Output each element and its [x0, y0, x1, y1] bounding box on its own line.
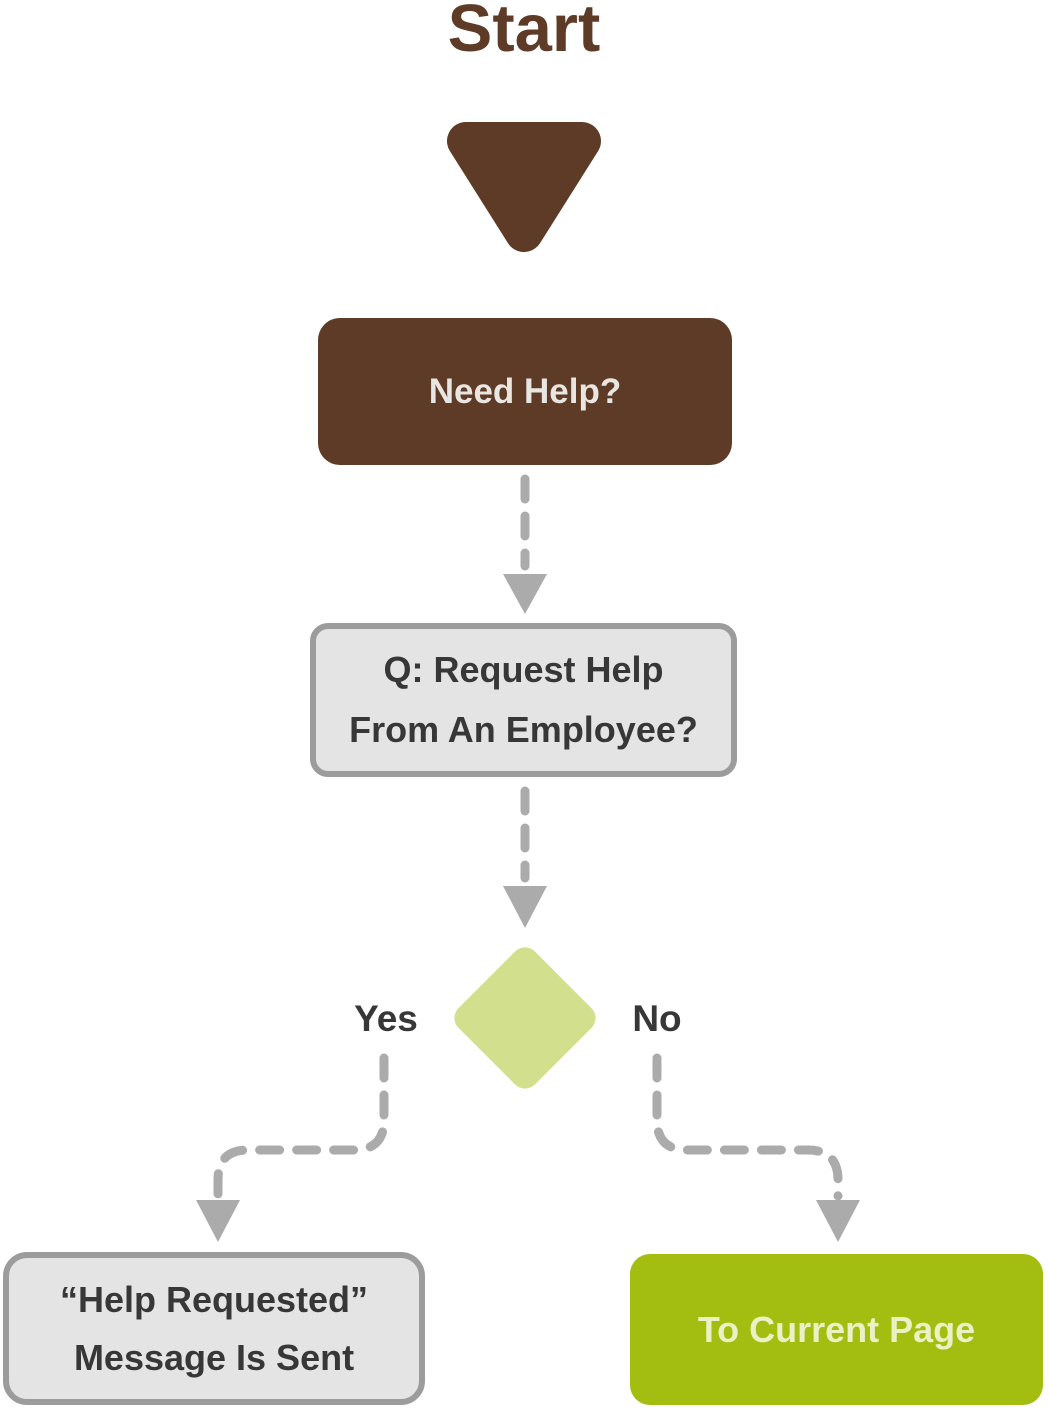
node-need-help: Need Help? — [318, 318, 732, 465]
node-message-sent-line2: Message Is Sent — [73, 1336, 355, 1378]
node-message-sent: “Help Requested” Message Is Sent — [3, 1252, 425, 1405]
arrow-no-branch-icon — [652, 1053, 860, 1242]
node-need-help-label: Need Help? — [428, 371, 622, 411]
node-question-line1: Q: Request Help — [383, 649, 664, 690]
node-message-sent-line1: “Help Requested” — [59, 1278, 369, 1320]
branch-label-no: No — [632, 998, 682, 1039]
arrow-start-to-question-icon — [503, 474, 547, 614]
node-current-page-label: To Current Page — [697, 1308, 976, 1350]
arrow-question-to-decision-icon — [503, 786, 547, 928]
flowchart-title: Start — [447, 0, 601, 66]
decision-diamond — [448, 941, 602, 1095]
branch-label-yes: Yes — [354, 998, 418, 1039]
node-question-line2: From An Employee? — [349, 709, 698, 750]
node-question: Q: Request Help From An Employee? — [310, 623, 737, 777]
start-arrow-triangle-icon — [447, 122, 601, 252]
node-current-page: To Current Page — [630, 1254, 1043, 1405]
arrow-yes-branch-icon — [196, 1053, 389, 1242]
